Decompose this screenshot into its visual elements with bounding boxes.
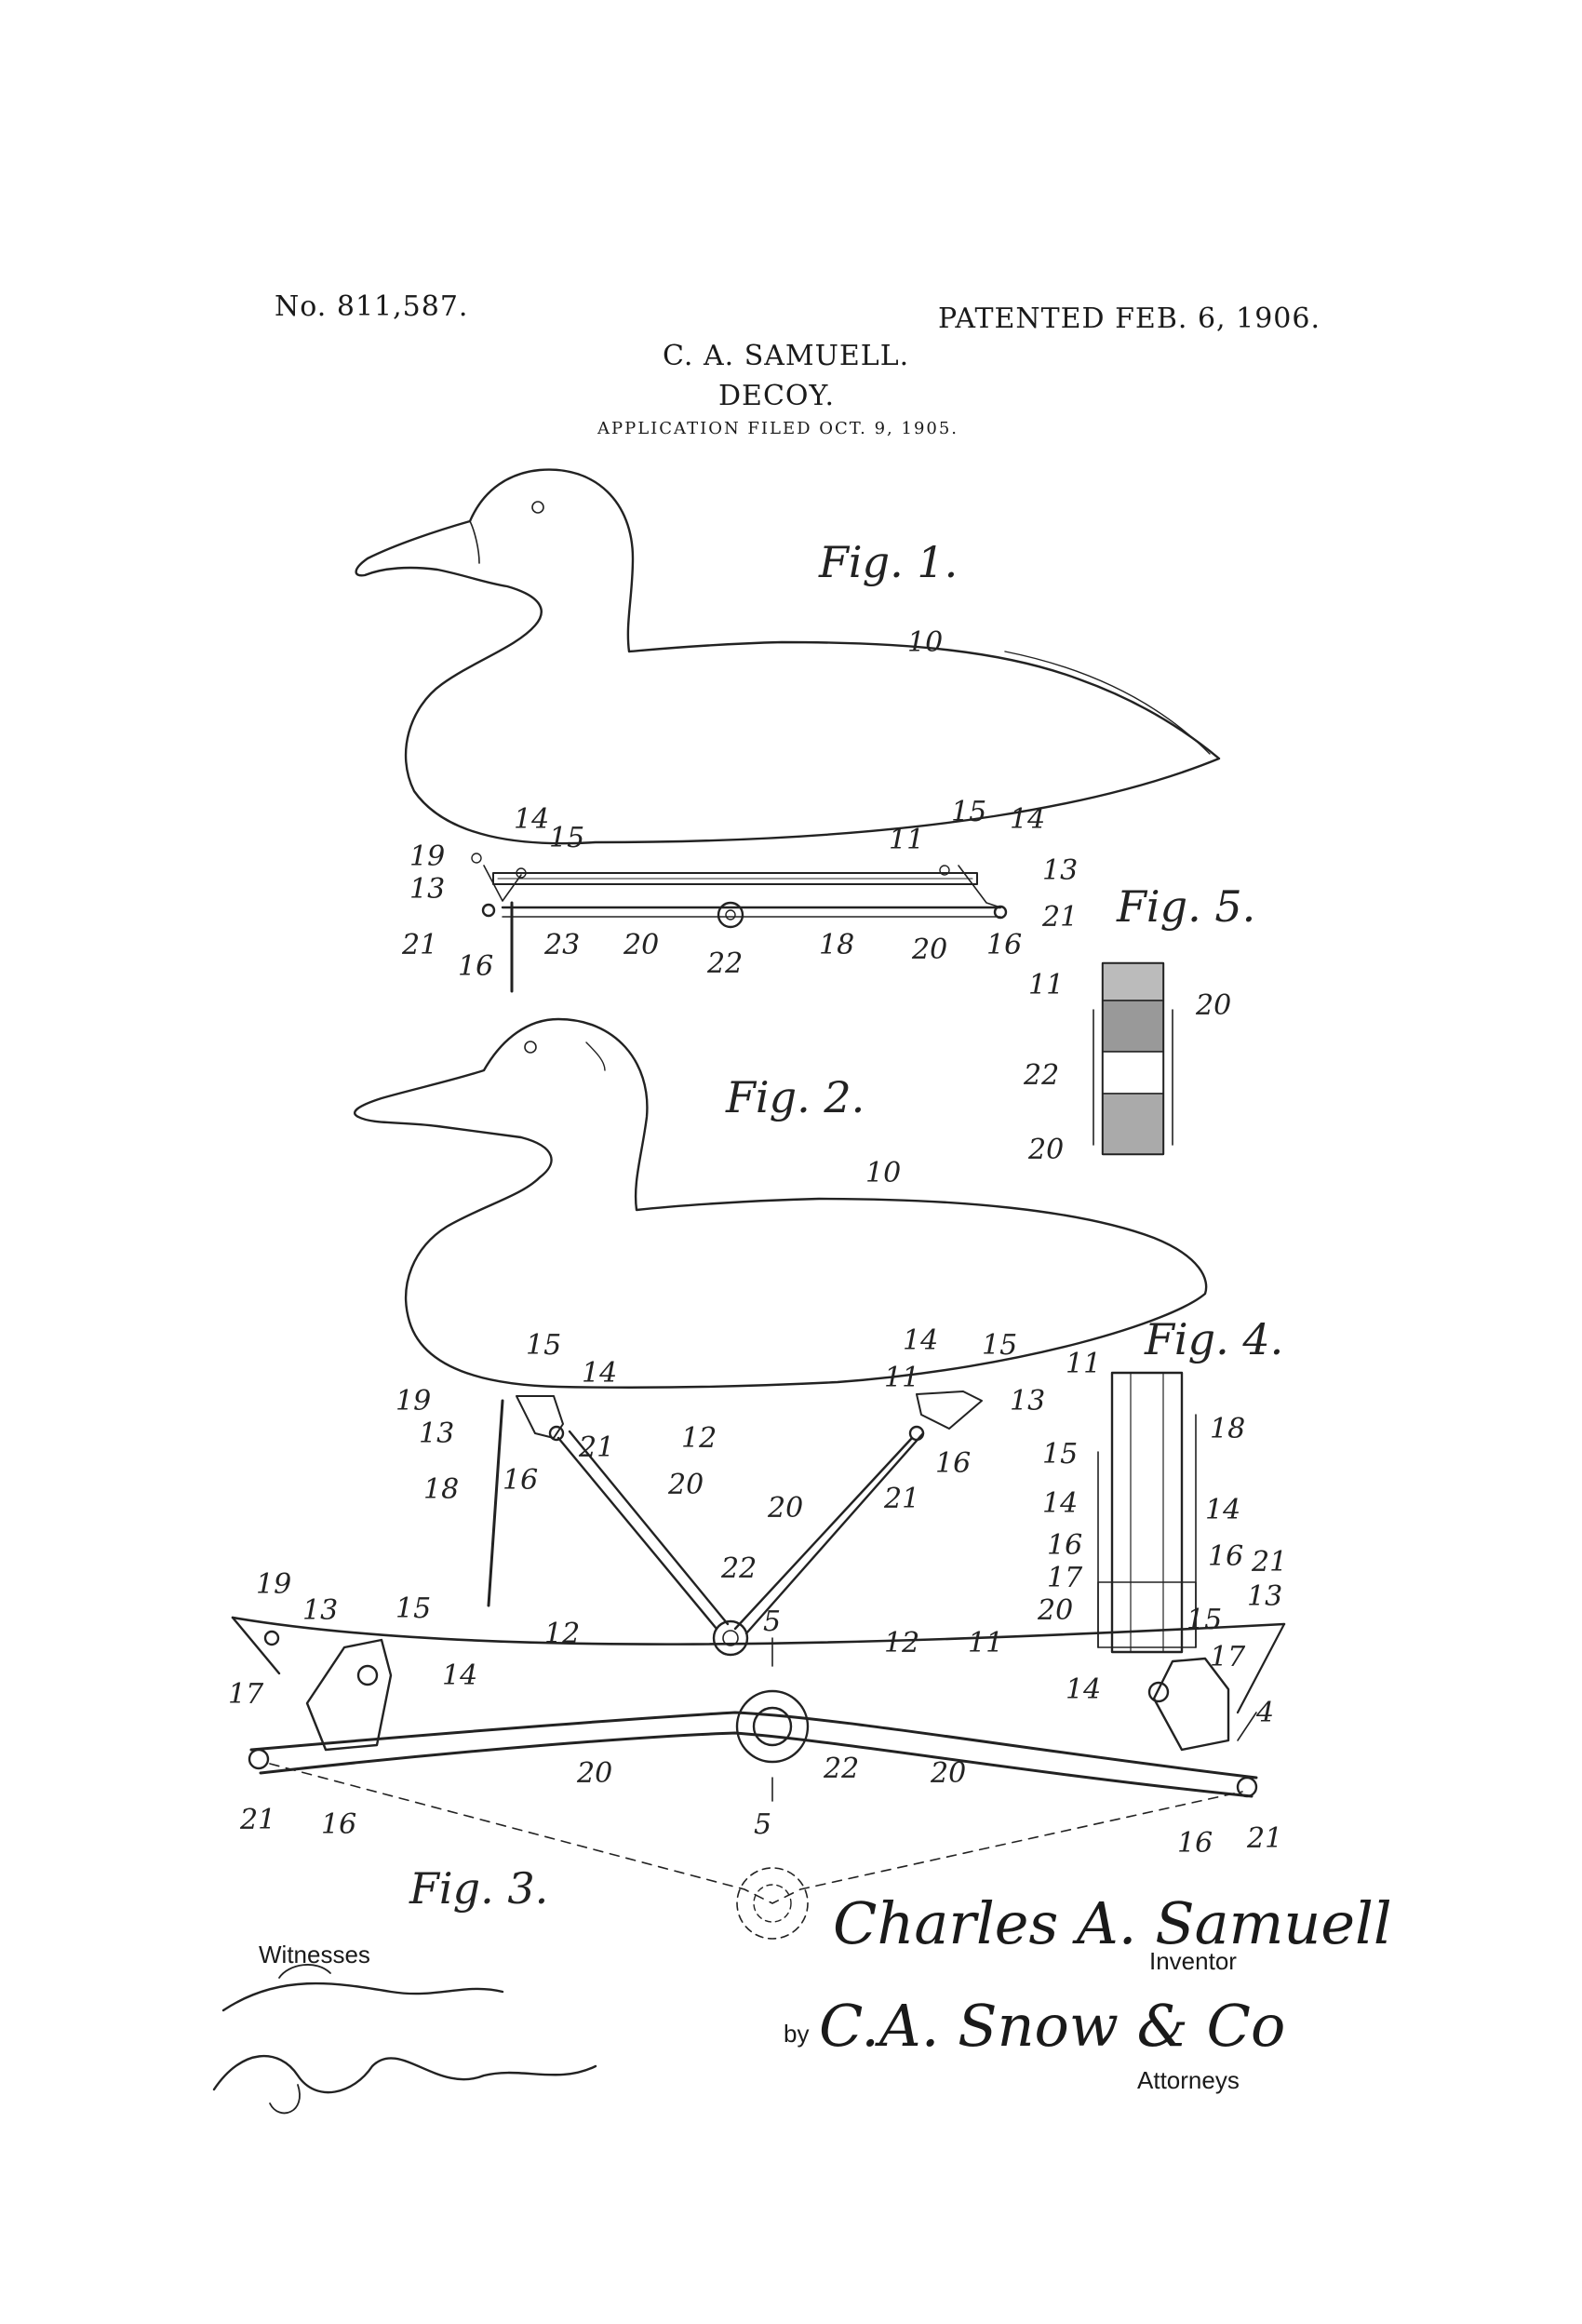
ref-14-fig4-right: 14 bbox=[1205, 1494, 1240, 1526]
fig1-label: Fig. 1. bbox=[818, 537, 958, 587]
ref-19-fig1: 19 bbox=[409, 840, 445, 873]
ref-21-fig1-right: 21 bbox=[1041, 901, 1078, 934]
ref-16-fig2-left: 16 bbox=[503, 1464, 538, 1497]
ref-14-fig2-left: 14 bbox=[582, 1357, 617, 1390]
ref-16-fig2-right: 16 bbox=[935, 1447, 971, 1480]
ref-15-fig1-right: 15 bbox=[951, 796, 986, 828]
ref-20-fig2-right: 20 bbox=[767, 1492, 803, 1525]
ref-15-fig3-left: 15 bbox=[396, 1592, 431, 1625]
fig3-label: Fig. 3. bbox=[409, 1863, 548, 1914]
ref-20-fig2-left: 20 bbox=[667, 1469, 704, 1501]
fig2-keel-assembly bbox=[487, 1390, 983, 1657]
ref-22-fig3: 22 bbox=[823, 1753, 859, 1785]
ref-16-fig1-right: 16 bbox=[986, 929, 1022, 961]
ref-13-fig1-right: 13 bbox=[1042, 854, 1078, 887]
ref-14-fig1-left: 14 bbox=[514, 803, 549, 836]
ref-15-fig4: 15 bbox=[1042, 1438, 1078, 1471]
ref-21-fig2-right: 21 bbox=[883, 1483, 919, 1515]
ref-21-fig4: 21 bbox=[1251, 1546, 1287, 1578]
ref-18-fig4: 18 bbox=[1210, 1413, 1245, 1445]
ref-11-fig2: 11 bbox=[884, 1362, 919, 1394]
ref-19-fig3: 19 bbox=[256, 1568, 291, 1601]
ref-16-fig4-right: 16 bbox=[1208, 1540, 1243, 1573]
patent-title: DECOY. bbox=[718, 380, 835, 412]
ref-13-fig2-left: 13 bbox=[419, 1417, 454, 1450]
ref-14-fig1-right: 14 bbox=[1010, 803, 1045, 836]
ref-10-fig2: 10 bbox=[865, 1157, 901, 1189]
fig2-duck-body bbox=[353, 1017, 1208, 1389]
fig5-label: Fig. 5. bbox=[1116, 881, 1255, 932]
attorneys-label: Attorneys bbox=[1137, 2066, 1240, 2094]
ref-14-fig2-right: 14 bbox=[903, 1324, 938, 1357]
ref-18-fig2: 18 bbox=[423, 1473, 459, 1506]
ref-16-fig1-left: 16 bbox=[458, 950, 493, 983]
ref-10-fig1: 10 bbox=[907, 626, 943, 659]
ref-20-fig1-right: 20 bbox=[911, 934, 947, 966]
ref-20-fig3-right: 20 bbox=[930, 1757, 966, 1790]
ref-20-fig5-top: 20 bbox=[1195, 989, 1231, 1022]
by-label: by bbox=[784, 2020, 810, 2048]
ref-5-fig3-bottom: 5 bbox=[754, 1808, 771, 1841]
ref-15-fig3-right: 15 bbox=[1186, 1604, 1222, 1636]
ref-17-fig3-left: 17 bbox=[228, 1678, 264, 1711]
ref-11-fig5: 11 bbox=[1028, 969, 1064, 1001]
ref-11-fig4: 11 bbox=[1066, 1348, 1101, 1380]
fig2-label: Fig. 2. bbox=[725, 1072, 865, 1122]
ref-16-fig3-right: 16 bbox=[1177, 1827, 1213, 1860]
ref-13-fig2-right: 13 bbox=[1010, 1385, 1045, 1417]
ref-22-fig1: 22 bbox=[706, 947, 743, 980]
ref-14-fig4-left: 14 bbox=[1042, 1487, 1078, 1520]
ref-14-fig3-right: 14 bbox=[1066, 1673, 1101, 1706]
ref-21-fig3-right: 21 bbox=[1246, 1822, 1282, 1855]
ref-20-fig3-left: 20 bbox=[576, 1757, 612, 1790]
fig1-duck-body bbox=[355, 468, 1221, 845]
ref-14-fig3-left: 14 bbox=[442, 1659, 477, 1692]
ref-21-fig3-left: 21 bbox=[239, 1804, 275, 1836]
ref-13-fig3-right: 13 bbox=[1247, 1580, 1282, 1613]
ref-13-fig3-left: 13 bbox=[302, 1594, 338, 1627]
ref-17-fig3-right: 17 bbox=[1210, 1641, 1246, 1673]
patent-number: No. 811,587. bbox=[275, 290, 469, 323]
fig4-section bbox=[1097, 1371, 1197, 1654]
fig3-keel-detail bbox=[231, 1616, 1286, 1940]
ref-11-fig3: 11 bbox=[968, 1627, 1003, 1659]
ref-20-fig5-bottom: 20 bbox=[1027, 1134, 1064, 1166]
fig1-keel-assembly bbox=[471, 853, 1008, 993]
ref-16-fig3-left: 16 bbox=[321, 1808, 356, 1841]
ref-5-fig3-top: 5 bbox=[763, 1605, 781, 1638]
ref-4-fig3: 4 bbox=[1255, 1697, 1274, 1729]
inventor-signature: Charles A. Samuell bbox=[833, 1889, 1392, 1957]
fig4-label: Fig. 4. bbox=[1144, 1314, 1283, 1364]
ref-23-fig1: 23 bbox=[543, 929, 580, 961]
ref-19-fig2: 19 bbox=[396, 1385, 431, 1417]
ref-12-fig3-right: 12 bbox=[884, 1627, 919, 1659]
ref-21-fig2-left: 21 bbox=[578, 1431, 614, 1464]
ref-13-fig1-left: 13 bbox=[409, 873, 445, 906]
ref-12-fig3-left: 12 bbox=[544, 1618, 580, 1650]
witnesses-label: Witnesses bbox=[259, 1941, 370, 1968]
inventor-label: Inventor bbox=[1149, 1947, 1237, 1975]
ref-20-fig4: 20 bbox=[1037, 1594, 1073, 1627]
attorney-signature: C.A. Snow & Co bbox=[819, 1992, 1286, 2060]
filing-date: APPLICATION FILED OCT. 9, 1905. bbox=[597, 419, 959, 438]
ref-17-fig4: 17 bbox=[1047, 1562, 1083, 1594]
ref-22-fig2: 22 bbox=[720, 1552, 757, 1585]
patent-date: PATENTED FEB. 6, 1906. bbox=[938, 302, 1321, 335]
ref-18-fig1: 18 bbox=[819, 929, 854, 961]
ref-15-fig2-right: 15 bbox=[982, 1329, 1017, 1362]
ref-21-fig1-left: 21 bbox=[401, 929, 437, 961]
ref-15-fig2-left: 15 bbox=[526, 1329, 561, 1362]
ref-16-fig4-left: 16 bbox=[1047, 1529, 1082, 1562]
fig5-section bbox=[1093, 961, 1173, 1156]
ref-22-fig5: 22 bbox=[1023, 1059, 1059, 1092]
ref-15-fig1-left: 15 bbox=[549, 822, 584, 854]
inventor-name: C. A. SAMUELL. bbox=[663, 340, 910, 372]
ref-20-fig1-left: 20 bbox=[623, 929, 659, 961]
ref-12-fig2: 12 bbox=[681, 1422, 717, 1455]
ref-11-fig1: 11 bbox=[889, 824, 924, 856]
